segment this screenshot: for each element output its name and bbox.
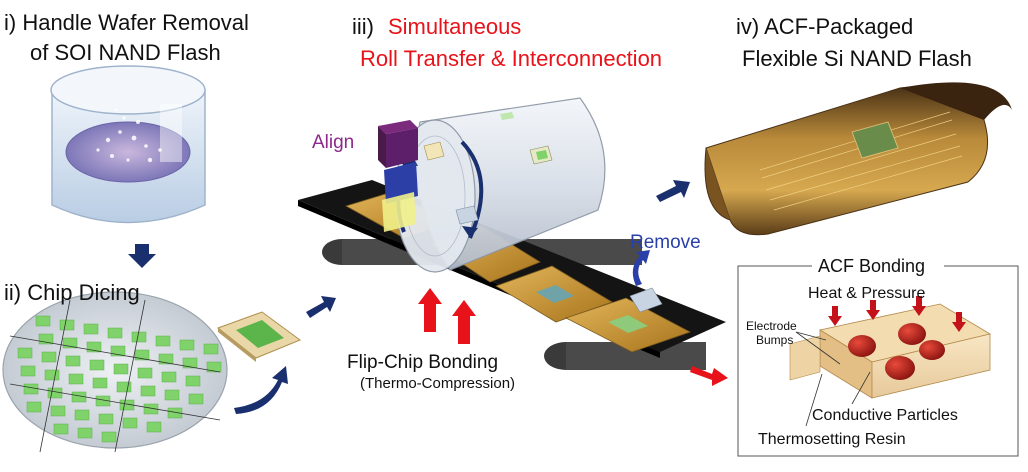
- diced-chip: [20, 365, 36, 377]
- diced-chip: [26, 401, 42, 413]
- diced-chip: [92, 377, 108, 389]
- diced-chip: [164, 389, 180, 401]
- step1-title-line1: i) Handle Wafer Removal: [4, 10, 249, 35]
- bumps-label: Bumps: [756, 333, 793, 347]
- down-arrow-icon: [128, 244, 156, 268]
- diced-chip: [77, 427, 93, 439]
- heat-pressure-label: Heat & Pressure: [808, 285, 925, 302]
- diced-chip: [17, 347, 33, 359]
- diced-chip: [50, 405, 66, 417]
- diced-chip: [122, 417, 138, 429]
- diced-chip: [59, 319, 75, 331]
- particles-label: Conductive Particles: [812, 407, 958, 424]
- diced-chip: [35, 315, 51, 327]
- single-chip-illustration: [216, 311, 302, 362]
- diced-chip: [134, 349, 150, 361]
- step1-title-line2: of SOI NAND Flash: [30, 40, 221, 65]
- diced-chip: [89, 359, 105, 371]
- diced-chip: [23, 383, 39, 395]
- diced-chip: [131, 331, 147, 343]
- diced-chip: [206, 361, 222, 373]
- diced-chip: [137, 367, 153, 379]
- diced-chip: [203, 343, 219, 355]
- diced-chip: [158, 353, 174, 365]
- flipchip-label: Flip-Chip Bonding: [347, 352, 498, 373]
- curved-arrow-icon: [234, 366, 288, 414]
- remove-arrow-icon: [632, 250, 650, 286]
- diced-chip: [83, 323, 99, 335]
- diced-chip: [146, 421, 162, 433]
- diced-chip: [41, 351, 57, 363]
- diced-chip: [188, 393, 204, 405]
- diced-chip: [74, 409, 90, 421]
- step3-title-line2: Roll Transfer & Interconnection: [360, 46, 662, 71]
- diced-chip: [65, 355, 81, 367]
- diced-chip: [179, 339, 195, 351]
- acf-inset-title: ACF Bonding: [818, 256, 925, 276]
- right-arrow-icon-2: [656, 180, 690, 202]
- diced-chip: [101, 431, 117, 443]
- roll-transfer-illustration: [298, 97, 726, 370]
- diced-chip: [140, 385, 156, 397]
- diced-chip: [44, 369, 60, 381]
- step3-prefix: iii): [352, 14, 374, 39]
- resin-label: Thermosetting Resin: [758, 431, 906, 448]
- pressure-arrows: [418, 288, 476, 344]
- right-arrow-icon: [306, 296, 336, 318]
- step2-title: ii) Chip Dicing: [4, 280, 140, 305]
- align-label: Align: [312, 132, 354, 153]
- rotation-arrow-icon: [460, 140, 484, 239]
- diced-chip: [107, 327, 123, 339]
- red-arrow-icon: [690, 366, 728, 386]
- step4-title-line2: Flexible Si NAND Flash: [742, 46, 972, 71]
- diced-chip: [98, 413, 114, 425]
- diced-chip: [155, 335, 171, 347]
- acf-bonding-inset: [737, 256, 1019, 457]
- diced-chip: [53, 423, 69, 435]
- diced-wafer-illustration: [2, 291, 228, 453]
- diced-chip: [167, 407, 183, 419]
- remove-label: Remove: [630, 232, 701, 253]
- diced-chip: [182, 357, 198, 369]
- flexible-flash-illustration: [704, 82, 1012, 236]
- electrode-label: Electrode: [746, 319, 797, 333]
- diced-chip: [110, 345, 126, 357]
- step4-title-line1: iv) ACF-Packaged: [736, 14, 913, 39]
- diced-chip: [185, 375, 201, 387]
- diced-chip: [113, 363, 129, 375]
- step3-title-line1: Simultaneous: [388, 14, 521, 39]
- diced-chip: [47, 387, 63, 399]
- diced-chip: [38, 333, 54, 345]
- align-camera-illustration: [378, 120, 418, 232]
- thermo-label: (Thermo-Compression): [360, 375, 515, 392]
- diced-chip: [68, 373, 84, 385]
- diced-chip: [161, 371, 177, 383]
- diced-chip: [86, 341, 102, 353]
- diced-chip: [62, 337, 78, 349]
- diced-chip: [116, 381, 132, 393]
- beaker-illustration: [50, 65, 206, 224]
